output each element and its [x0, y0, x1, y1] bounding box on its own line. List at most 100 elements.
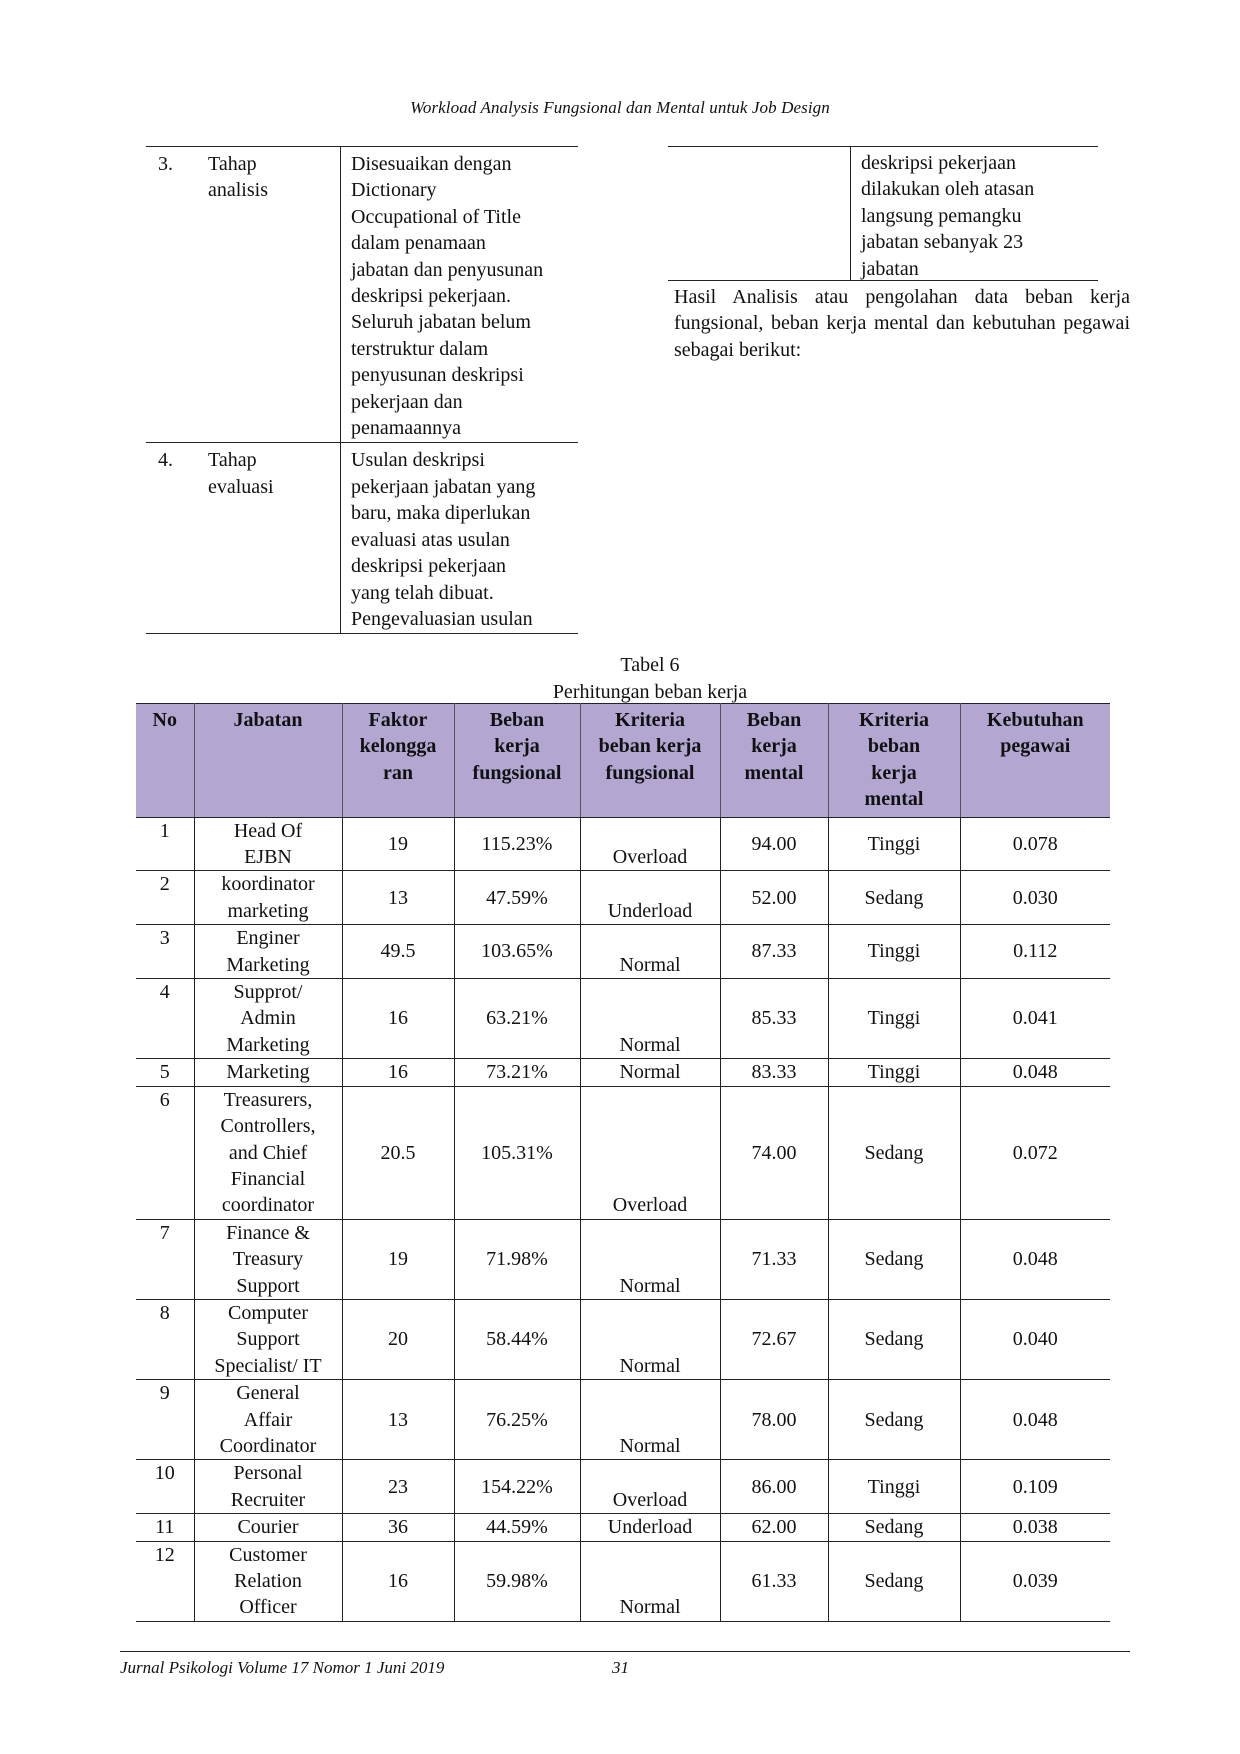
cell-kebutuhan: 0.030	[960, 870, 1110, 926]
cell-kriteria-fungsional: Normal	[580, 1058, 721, 1087]
cell-no: 11	[136, 1513, 195, 1542]
cell-kriteria-mental: Tinggi	[828, 924, 961, 980]
cell-kriteria-mental: Sedang	[828, 1299, 961, 1381]
cell-no: 2	[136, 870, 195, 926]
cell-kebutuhan: 0.109	[960, 1459, 1110, 1515]
stage-description: Usulan deskripsi pekerjaan jabatan yang …	[351, 449, 536, 630]
cell-beban-mental: 85.33	[720, 978, 829, 1060]
cell-kriteria-mental: Sedang	[828, 1219, 961, 1300]
cell-no: 1	[136, 817, 195, 872]
cell-kriteria-mental: Sedang	[828, 1513, 961, 1542]
column-divider	[850, 147, 851, 280]
cell-kriteria-fungsional: Normal	[580, 1541, 721, 1622]
cell-no: 8	[136, 1299, 195, 1381]
stage-name: Tahap evaluasi	[208, 442, 341, 634]
cell-kriteria-mental: Sedang	[828, 1379, 961, 1461]
header-no: No	[136, 703, 195, 818]
cell-no: 9	[136, 1379, 195, 1461]
cell-kriteria-mental: Tinggi	[828, 1058, 961, 1087]
cell-kebutuhan: 0.038	[960, 1513, 1110, 1542]
stage-number: 4.	[158, 449, 173, 472]
footer-rule	[120, 1651, 1130, 1652]
cell-beban-mental: 71.33	[720, 1219, 829, 1300]
cell-kriteria-mental: Sedang	[828, 1086, 961, 1220]
cell-faktor: 13	[342, 1379, 455, 1461]
stages-table: 3. Tahap analisis Disesuaikan dengan Dic…	[146, 146, 578, 634]
intro-paragraph: Hasil Analisis atau pengolahan data beba…	[674, 286, 1130, 361]
fragment-text: deskripsi pekerjaan dilakukan oleh atasa…	[861, 152, 1035, 280]
cell-beban-fungsional: 58.44%	[454, 1299, 581, 1381]
cell-kebutuhan: 0.112	[960, 924, 1110, 980]
table-row: 4. Tahap evaluasi Usulan deskripsi peker…	[146, 442, 578, 634]
header-jabatan: Jabatan	[194, 703, 343, 818]
cell-kriteria-mental: Tinggi	[828, 1459, 961, 1515]
cell-beban-fungsional: 103.65%	[454, 924, 581, 980]
cell-jabatan: Courier	[194, 1513, 343, 1542]
running-head: Workload Analysis Fungsional dan Mental …	[410, 98, 830, 117]
cell-kriteria-mental: Sedang	[828, 870, 961, 926]
cell-beban-fungsional: 76.25%	[454, 1379, 581, 1461]
cell-kebutuhan: 0.040	[960, 1299, 1110, 1381]
stage-description: Disesuaikan dengan Dictionary Occupation…	[351, 153, 544, 440]
cell-kriteria-fungsional: Normal	[580, 1299, 721, 1381]
table-caption-title: Perhitungan beban kerja	[552, 681, 748, 703]
cell-no: 7	[136, 1219, 195, 1300]
stage-name: Tahap analisis	[208, 146, 341, 443]
table-caption-label: Tabel 6	[620, 654, 680, 676]
cell-kebutuhan: 0.048	[960, 1058, 1110, 1087]
cell-jabatan: Marketing	[194, 1058, 343, 1087]
cell-kriteria-fungsional: Normal	[580, 978, 721, 1060]
cell-kriteria-mental: Sedang	[828, 1541, 961, 1622]
cell-faktor: 49.5	[342, 924, 455, 980]
cell-no: 12	[136, 1541, 195, 1622]
cell-no: 3	[136, 924, 195, 980]
cell-beban-mental: 62.00	[720, 1513, 829, 1542]
cell-beban-mental: 61.33	[720, 1541, 829, 1622]
cell-kriteria-fungsional: Overload	[580, 817, 721, 872]
cell-kriteria-mental: Tinggi	[828, 817, 961, 872]
cell-faktor: 36	[342, 1513, 455, 1542]
cell-faktor: 20.5	[342, 1086, 455, 1220]
cell-beban-mental: 78.00	[720, 1379, 829, 1461]
cell-beban-mental: 52.00	[720, 870, 829, 926]
cell-kebutuhan: 0.078	[960, 817, 1110, 872]
cell-kebutuhan: 0.048	[960, 1379, 1110, 1461]
cell-kriteria-fungsional: Normal	[580, 1379, 721, 1461]
cell-beban-fungsional: 44.59%	[454, 1513, 581, 1542]
stage-number: 3.	[158, 153, 173, 175]
cell-kebutuhan: 0.072	[960, 1086, 1110, 1220]
cell-beban-mental: 83.33	[720, 1058, 829, 1087]
footer-journal: Jurnal Psikologi Volume 17 Nomor 1 Juni …	[120, 1658, 445, 1677]
cell-kriteria-fungsional: Overload	[580, 1086, 721, 1220]
cell-faktor: 16	[342, 1541, 455, 1622]
cell-beban-mental: 72.67	[720, 1299, 829, 1381]
cell-kriteria-mental: Tinggi	[828, 978, 961, 1060]
cell-kriteria-fungsional: Underload	[580, 870, 721, 926]
cell-beban-fungsional: 154.22%	[454, 1459, 581, 1515]
cell-faktor: 19	[342, 817, 455, 872]
cell-beban-fungsional: 105.31%	[454, 1086, 581, 1220]
